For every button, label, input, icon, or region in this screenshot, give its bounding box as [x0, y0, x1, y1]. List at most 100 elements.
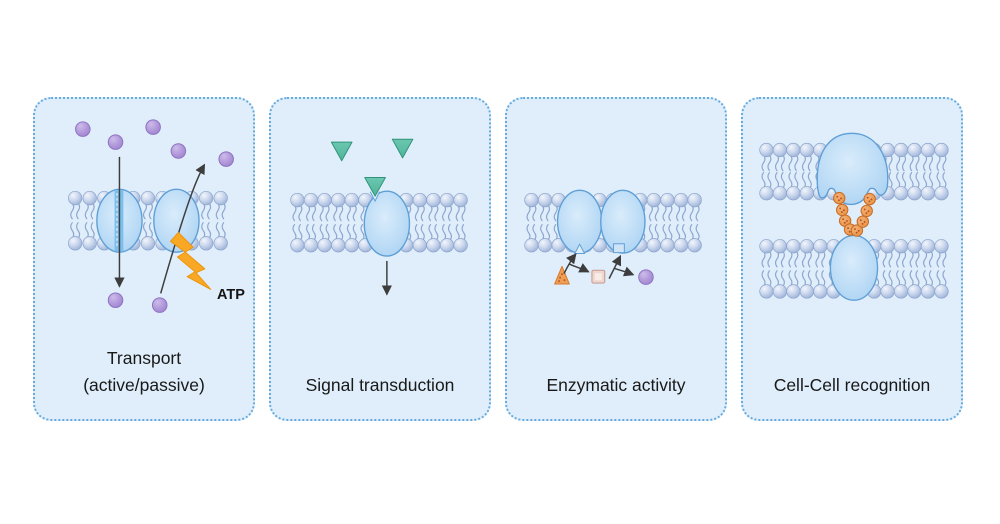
- lipid-head: [199, 190, 214, 206]
- enzymatic-activity-diagram: [524, 189, 702, 285]
- arrow: [563, 253, 577, 275]
- lipid-head: [439, 238, 455, 253]
- arrow: [613, 266, 635, 277]
- panel-cell-cell-recognition: Cell-Cell recognition: [741, 97, 963, 421]
- lipid-head: [290, 238, 305, 253]
- lipid-head: [907, 239, 922, 254]
- lipid-head: [412, 192, 427, 208]
- lipid-head: [799, 142, 814, 158]
- panel-label-transport: Transport (active/passive): [35, 345, 253, 399]
- panel-transport: ATP Transport (active/passive): [33, 97, 255, 421]
- lipid-head: [772, 239, 788, 254]
- arrow: [568, 263, 590, 273]
- lipid-head: [893, 239, 909, 254]
- lipid-head: [82, 190, 97, 206]
- label-line: (active/passive): [83, 375, 205, 395]
- lipid-head: [646, 238, 661, 253]
- carbohydrate-bead: [860, 204, 873, 218]
- panel-signal-transduction: Signal transduction: [269, 97, 491, 421]
- lipid-head: [140, 190, 156, 206]
- lipid-head: [537, 192, 553, 208]
- lipid-head: [920, 142, 936, 158]
- lipid-head: [772, 142, 788, 158]
- lipid-head: [759, 186, 774, 201]
- lipid-head: [687, 192, 702, 208]
- lipid-head: [140, 236, 156, 251]
- lipid-head: [673, 192, 689, 208]
- lipid-head: [813, 284, 828, 299]
- lipid-head: [82, 236, 97, 251]
- panel-enzymatic-activity: Enzymatic activity: [505, 97, 727, 421]
- lipid-head: [660, 238, 675, 253]
- signal-ligand: [330, 141, 353, 162]
- lipid-head: [213, 236, 228, 251]
- label-line: Enzymatic activity: [546, 375, 686, 395]
- lipid-head: [799, 186, 814, 201]
- lipid-head: [412, 238, 427, 253]
- substrate-molecule: [554, 265, 570, 285]
- product-square: [591, 269, 606, 284]
- transported-molecule: [218, 151, 234, 167]
- transported-molecule: [151, 297, 168, 313]
- lipid-head: [646, 192, 661, 208]
- lipid-head: [934, 284, 949, 299]
- lipid-head: [453, 192, 468, 208]
- lipid-head: [344, 238, 359, 253]
- lipid-head: [907, 142, 922, 158]
- carbohydrate-bead: [835, 203, 849, 217]
- lipid-head: [426, 238, 441, 253]
- signal-ligand: [364, 177, 386, 197]
- lipid-bilayer: [290, 192, 468, 253]
- lipid-head: [880, 284, 895, 299]
- transported-molecule: [145, 119, 161, 135]
- recognition-glycoprotein: [816, 132, 889, 206]
- atp-label: ATP: [217, 287, 245, 303]
- carbohydrate-bead: [833, 191, 846, 205]
- panel-label-cell-cell-recognition: Cell-Cell recognition: [743, 372, 961, 399]
- lipid-head: [660, 192, 675, 208]
- cell-cell-recognition-diagram: [759, 132, 949, 301]
- lipid-head: [213, 190, 228, 206]
- lipid-head: [759, 284, 774, 299]
- lipid-head: [68, 236, 83, 251]
- lipid-head: [687, 238, 702, 253]
- lipid-head: [772, 186, 788, 201]
- label-line: Signal transduction: [305, 375, 455, 395]
- lipid-head: [68, 190, 83, 206]
- label-line: Transport: [106, 348, 182, 368]
- lipid-head: [893, 186, 909, 201]
- active-site-slot: [613, 243, 625, 254]
- signal-transduction-diagram: [290, 138, 468, 296]
- lipid-head: [344, 192, 359, 208]
- lipid-head: [934, 239, 949, 254]
- lipid-head: [920, 186, 936, 201]
- lipid-head: [673, 238, 689, 253]
- lipid-head: [331, 192, 346, 208]
- lipid-head: [934, 186, 949, 201]
- transported-molecule: [107, 292, 124, 309]
- transported-molecule: [170, 143, 187, 159]
- signal-ligand: [391, 138, 414, 159]
- panel-row: ATP Transport (active/passive) Signal tr…: [33, 97, 963, 421]
- lipid-head: [772, 284, 788, 299]
- lipid-head: [317, 238, 332, 253]
- arrow: [608, 254, 622, 279]
- arrow: [159, 163, 206, 294]
- lipid-head: [907, 284, 922, 299]
- transported-molecule: [107, 134, 124, 150]
- lipid-head: [893, 142, 909, 158]
- partner-recognition-protein: [829, 234, 879, 301]
- carbohydrate-bead: [850, 224, 864, 237]
- panel-label-signal-transduction: Signal transduction: [271, 372, 489, 399]
- lipid-head: [907, 186, 922, 201]
- transport-diagram: [68, 119, 234, 313]
- active-site-notch: [573, 243, 586, 254]
- panel-label-enzymatic-activity: Enzymatic activity: [507, 372, 725, 399]
- label-line: Cell-Cell recognition: [773, 375, 931, 395]
- lipid-head: [786, 142, 801, 158]
- lipid-head: [439, 192, 455, 208]
- lipid-head: [331, 238, 346, 253]
- lipid-head: [880, 239, 895, 254]
- lipid-head: [934, 142, 949, 158]
